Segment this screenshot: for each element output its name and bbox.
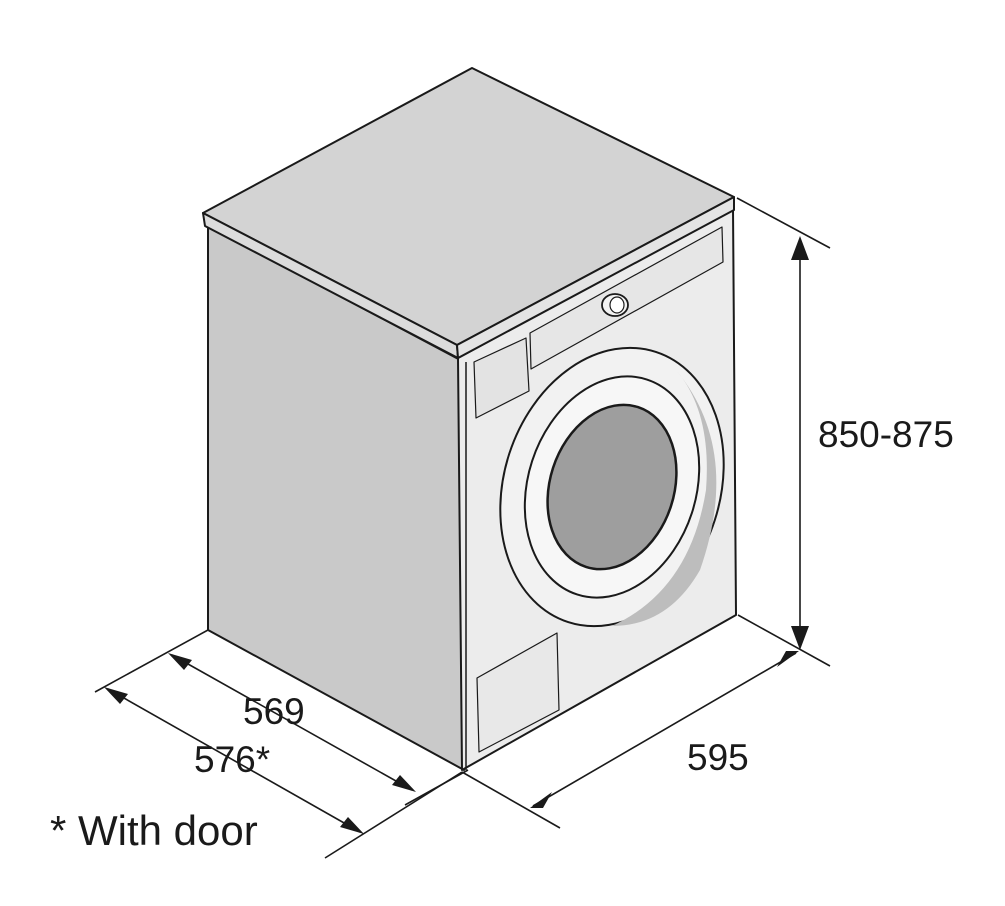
arrowheads <box>104 236 809 834</box>
arrow-height-bottom <box>791 626 809 650</box>
arrow-door-left <box>104 687 128 704</box>
arrow-width-right <box>777 651 799 667</box>
door-shadow <box>612 370 717 626</box>
lid-edge-front <box>456 196 735 359</box>
control-panel-strip <box>529 226 724 370</box>
program-dial-inner <box>609 296 625 314</box>
arrow-depth-right <box>392 775 416 792</box>
display-window <box>473 337 530 419</box>
arrow-depth-left <box>168 653 192 670</box>
arrow-door-right <box>340 817 364 834</box>
arrow-height-top <box>791 236 809 260</box>
width-label: 595 <box>687 737 749 778</box>
service-hatch <box>476 632 560 753</box>
width-dimension-line <box>532 652 797 807</box>
depth-with-door-dimension-line <box>107 688 361 833</box>
arrow-width-left <box>530 792 552 808</box>
depth-dimension-line <box>171 654 413 791</box>
dimension-lines <box>94 197 831 859</box>
depth-with-door-label: 576* <box>194 739 270 780</box>
depth-label: 569 <box>243 691 305 732</box>
washing-machine <box>202 67 737 771</box>
height-label: 850-875 <box>818 414 954 455</box>
footnote-with-door: * With door <box>50 807 258 854</box>
porthole-glass <box>546 403 678 571</box>
